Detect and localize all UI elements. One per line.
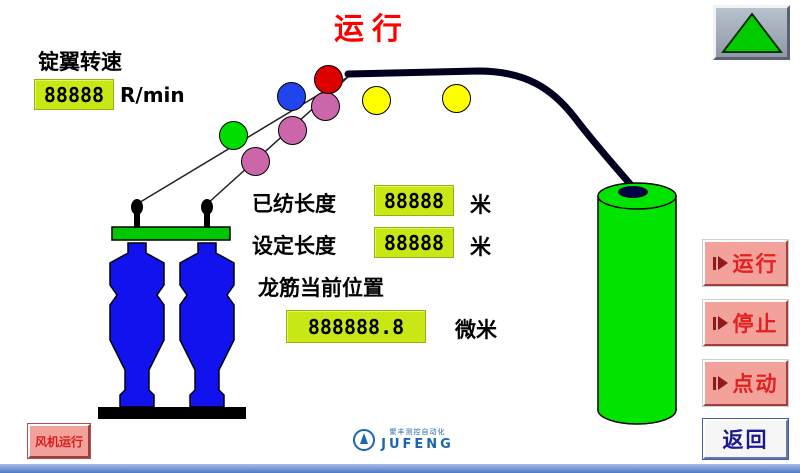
logo-tagline: 聚丰测控自动化 [389, 428, 446, 436]
spindle-tip-left [131, 199, 143, 228]
logo-name: JUFENG [381, 437, 454, 452]
bobbin-right [179, 242, 235, 408]
spun-length-value: 88888 [374, 185, 454, 216]
yarn-guide-green [219, 121, 248, 150]
yarn-guide-red [314, 65, 343, 94]
run-arrow-icon [712, 256, 728, 270]
jog-button-label: 点动 [732, 372, 779, 396]
jog-arrow-icon [712, 376, 728, 390]
rail-position-label: 龙筋当前位置 [258, 276, 384, 300]
yarn-guide-yellow-2 [442, 84, 471, 113]
up-triangle-icon [720, 11, 783, 53]
spindle-speed-label: 锭翼转速 [38, 50, 122, 74]
set-length-value: 88888 [374, 227, 454, 258]
set-length-unit: 米 [470, 235, 491, 259]
yarn-guide-blue [277, 82, 306, 111]
page-title: 运行 [334, 12, 410, 47]
spindle-speed-unit: R/min [120, 83, 185, 107]
fan-run-button[interactable]: 风机运行 [28, 424, 90, 458]
back-button[interactable]: 返回 [703, 419, 788, 459]
rail-position-value: 888888.8 [286, 310, 426, 343]
fan-run-label: 风机运行 [34, 434, 83, 449]
roller-cylinder [597, 182, 677, 425]
scroll-up-button[interactable] [713, 5, 790, 60]
spindle-tip-right [201, 199, 213, 228]
spun-length-unit: 米 [470, 193, 491, 217]
yarn-guide-pink-3 [311, 92, 340, 121]
back-button-label: 返回 [722, 428, 769, 452]
bottom-border-strip [0, 464, 800, 473]
bobbin-left [109, 242, 165, 408]
yarn-guide-pink-2 [278, 116, 307, 145]
yarn-guide-yellow-1 [362, 86, 391, 115]
stop-button[interactable]: 停止 [703, 300, 788, 346]
set-length-label: 设定长度 [252, 234, 336, 258]
spindle-speed-value: 88888 [34, 79, 114, 110]
jufeng-logo: 聚丰测控自动化 JUFENG [348, 427, 458, 452]
stop-button-label: 停止 [732, 312, 779, 336]
jog-button[interactable]: 点动 [703, 360, 788, 406]
rail-position-unit: 微米 [455, 318, 497, 342]
yarn-path [344, 67, 640, 195]
run-button[interactable]: 运行 [703, 240, 788, 286]
logo-icon [353, 428, 376, 451]
spun-length-label: 已纺长度 [252, 192, 336, 216]
run-button-label: 运行 [732, 252, 779, 276]
stop-arrow-icon [712, 316, 728, 330]
yarn-guide-pink-1 [241, 147, 270, 176]
spindle-rail [111, 226, 231, 241]
machine-base [98, 407, 246, 419]
